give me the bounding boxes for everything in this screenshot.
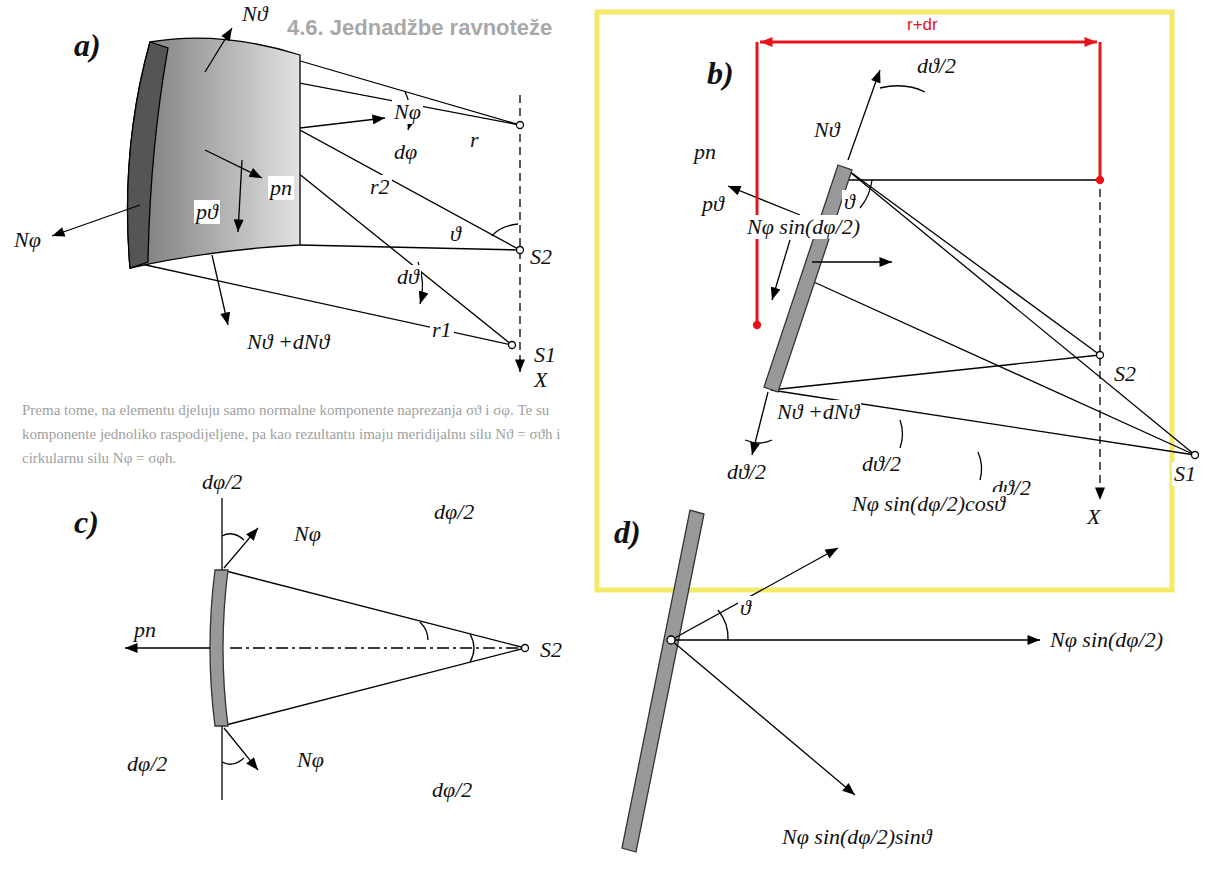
symbol-label: Nϑ [240,2,269,26]
symbol-label: pϑ [194,200,220,224]
figure-a [52,28,524,372]
symbol-label: S2 [1112,362,1138,386]
symbol-label: ϑ [738,596,753,620]
symbol-label: Nφ [392,100,423,124]
symbol-label: ϑ [448,222,463,246]
symbol-label: S2 [538,638,564,662]
symbol-label: Nϑ +dNϑ [775,400,861,424]
symbol-label: dϑ/2 [915,54,958,78]
symbol-label: Nφ sin(dφ/2) [745,215,862,239]
symbol-label: dφ/2 [430,778,474,802]
symbol-label: Nφ sin(dφ/2)cosϑ [850,492,1007,516]
figure-letter: b) [705,56,736,91]
symbol-label: pϑ [700,192,726,216]
symbol-label: dφ/2 [200,470,244,494]
symbol-label: pn [132,618,158,642]
symbol-label: S1 [532,343,558,367]
figure-c [125,498,529,800]
symbol-label: dφ/2 [432,500,476,524]
symbol-label: X [1085,505,1102,529]
figure-letter: c) [72,505,101,540]
dimension-label: r+dr [905,16,940,35]
symbol-label: Nϑ [812,118,841,142]
symbol-label: pn [268,176,294,200]
page-text: Prema tome, na elementu djeluju samo nor… [20,398,584,470]
symbol-label: Nφ [295,748,326,772]
symbol-label: Nφ sin(dφ/2)sinϑ [780,825,933,849]
figure-letter: d) [612,515,643,550]
page-heading: 4.6. Jednadžbe ravnoteže [285,16,554,40]
symbol-label: Nφ sin(dφ/2) [1048,628,1165,652]
symbol-label: ϑ [842,190,857,214]
symbol-label: dφ/2 [125,752,169,776]
figure-b [597,12,1199,590]
symbol-label: X [532,368,549,392]
symbol-label: dϑ/2 [860,452,903,476]
symbol-label: Nϑ +dNϑ [245,330,331,354]
symbol-label: S1 [1172,462,1198,486]
symbol-label: pn [692,140,718,164]
symbol-label: r [468,128,481,152]
symbol-label: S2 [528,245,554,269]
symbol-label: Nφ [292,522,323,546]
symbol-label: r2 [368,175,392,199]
symbol-label: dϑ [395,265,421,289]
symbol-label: Nφ [12,228,43,252]
symbol-label: dϑ/2 [725,460,768,484]
symbol-label: dφ [392,140,419,164]
figure-d [622,510,1040,852]
symbol-label: r1 [430,318,454,342]
figure-letter: a) [72,28,103,63]
